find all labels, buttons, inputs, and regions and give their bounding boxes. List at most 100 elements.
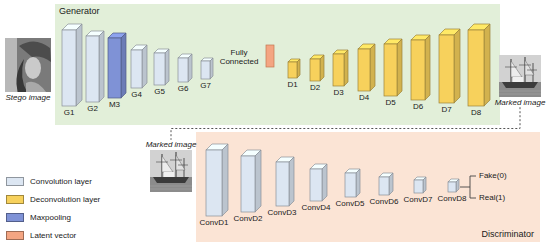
picture-shoulder <box>26 82 46 92</box>
layer-label: D5 <box>385 98 397 107</box>
picture-hair <box>16 59 27 92</box>
image-caption: Marked image <box>493 98 548 107</box>
box-front <box>62 30 76 106</box>
stego-picture <box>5 38 51 92</box>
layer-label: G7 <box>200 81 212 90</box>
layer-box <box>178 54 193 83</box>
generator-ground <box>55 4 500 125</box>
layer-box <box>411 35 431 101</box>
conv-layer: G1 <box>62 24 82 117</box>
conv-layer: ConvD5 <box>335 169 366 208</box>
box-side <box>76 24 82 106</box>
dashed-connector <box>171 107 520 140</box>
box-side <box>289 157 294 206</box>
box-front <box>468 30 484 106</box>
legend-text: Latent vector <box>30 231 76 240</box>
box-front <box>414 180 423 193</box>
layer-label: M3 <box>109 100 122 109</box>
maxpool-layer: M3 <box>108 33 126 109</box>
layer-label: D3 <box>333 88 345 97</box>
box-side <box>454 29 460 103</box>
marked-picture <box>150 150 192 192</box>
box-front <box>310 59 320 81</box>
layer-note: Fully Connected <box>214 48 264 66</box>
layer-label: G2 <box>87 104 99 113</box>
layer-box <box>414 177 427 194</box>
conv-layer: ConvD3 <box>267 157 298 217</box>
box-front <box>345 173 356 197</box>
output-label: Fake(0) <box>479 171 507 180</box>
layer-box <box>310 55 325 82</box>
layer-box <box>276 157 295 207</box>
box-front <box>86 36 99 102</box>
layer-box <box>345 169 361 198</box>
box-side <box>322 164 327 201</box>
layer-box <box>448 179 460 193</box>
picture-ground <box>5 38 51 92</box>
image-caption: Marked image <box>144 140 199 149</box>
box-front <box>108 38 121 98</box>
conv-layer: ConvD4 <box>301 164 332 212</box>
box-side <box>344 50 348 86</box>
legend-item: Latent vector <box>6 226 76 237</box>
box-side <box>425 35 430 100</box>
layer-label: D8 <box>471 108 483 117</box>
module-panel: GeneratorG1G2M3G4G5G6G7D1D2D3D4D5D6D7D8 <box>55 4 500 125</box>
layer-box <box>108 33 127 99</box>
box-front <box>131 50 142 88</box>
box-side <box>255 150 261 212</box>
layer-label: G4 <box>131 90 143 99</box>
image-node: Stego image <box>4 38 53 102</box>
panel-title: Generator <box>59 6 101 16</box>
conv-layer: G7 <box>199 58 213 90</box>
box-side <box>188 54 192 82</box>
layer-box <box>288 59 301 79</box>
layer-box <box>131 45 148 89</box>
layer-box <box>379 173 394 196</box>
output-label: Real(1) <box>479 193 505 202</box>
layer-box <box>206 144 229 217</box>
box-front <box>333 54 344 86</box>
legend-swatch <box>6 213 24 222</box>
layer-box <box>439 29 461 104</box>
box-front <box>288 62 297 78</box>
legend-text: Deconvolution layer <box>30 195 100 204</box>
deconv-layer: D1 <box>286 59 300 89</box>
picture-wall <box>5 38 17 92</box>
picture-face <box>25 57 41 79</box>
box-side <box>210 58 213 79</box>
conv-layer: G5 <box>153 49 169 96</box>
image-node: Marked image <box>493 55 548 107</box>
box-side <box>320 55 324 81</box>
legend-swatch <box>6 231 24 240</box>
panel-title: Discriminator <box>481 229 535 239</box>
conv-layer: ConvD6 <box>369 173 400 206</box>
box-front <box>411 40 425 100</box>
layer-box <box>241 150 262 213</box>
box-front <box>310 169 322 201</box>
layer-label: ConvD1 <box>200 218 230 227</box>
box-side <box>165 49 169 85</box>
layer-box <box>201 58 214 80</box>
conv-layer: ConvD7 <box>403 177 434 204</box>
layer-label: ConvD7 <box>404 195 434 204</box>
conv-layer: G2 <box>86 31 104 113</box>
layer-label: G5 <box>154 87 166 96</box>
box-side <box>423 177 426 193</box>
layer-box <box>154 49 170 86</box>
box-side <box>99 31 104 102</box>
deconv-layer: D3 <box>332 50 348 97</box>
latent-vector <box>266 45 274 67</box>
deconv-layer: D2 <box>309 55 324 92</box>
layer-label: ConvD5 <box>336 199 366 208</box>
box-front <box>358 49 370 91</box>
layer-label: D2 <box>310 83 322 92</box>
layer-label: D6 <box>413 102 425 111</box>
layer-label: D1 <box>287 80 299 89</box>
image-caption: Stego image <box>4 93 53 102</box>
layer-box <box>468 24 491 107</box>
box-front <box>276 162 289 206</box>
box-side <box>389 173 393 195</box>
layer-label: ConvD2 <box>234 214 264 223</box>
